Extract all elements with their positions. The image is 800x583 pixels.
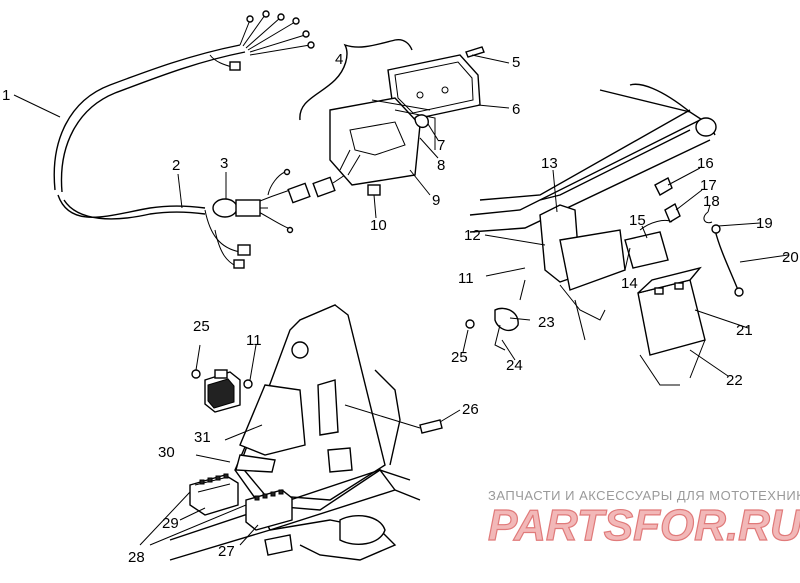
frame-rear-right — [465, 83, 744, 386]
callout-6: 6 — [512, 101, 520, 118]
wiring-harness — [53, 10, 353, 269]
mounting-bracket-plate — [169, 304, 421, 561]
callout-25: 25 — [451, 349, 468, 366]
callout-16: 16 — [697, 155, 714, 172]
callout-1: 1 — [2, 87, 10, 104]
watermark-caption: ЗАПЧАСТИ И АКСЕССУАРЫ ДЛЯ МОТОТЕХНИКИ — [488, 488, 800, 503]
tail-light-assembly — [299, 38, 485, 196]
callout-11-lower: 11 — [246, 332, 262, 349]
callout-21: 21 — [736, 322, 753, 339]
callout-12: 12 — [464, 227, 481, 244]
callout-7: 7 — [437, 137, 445, 154]
callout-13: 13 — [541, 155, 558, 172]
callout-3: 3 — [220, 155, 228, 172]
callout-26: 26 — [462, 401, 479, 418]
callout-25-lower: 25 — [193, 318, 210, 335]
callout-10: 10 — [370, 217, 387, 234]
callout-23: 23 — [538, 314, 555, 331]
callout-15: 15 — [629, 212, 646, 229]
callout-28: 28 — [128, 549, 145, 566]
callout-20: 20 — [782, 249, 799, 266]
ignition-coil — [191, 369, 253, 413]
callout-14: 14 — [621, 275, 638, 292]
leader-lines — [13, 54, 789, 546]
callout-labels: 1 2 3 4 5 6 7 8 9 10 11 12 13 14 15 16 1… — [2, 51, 799, 566]
bolt-part-26 — [344, 404, 443, 434]
callout-22: 22 — [726, 372, 743, 389]
relay-part-29 — [189, 473, 239, 516]
connector-part-3 — [212, 198, 268, 218]
callout-5: 5 — [512, 54, 520, 71]
callout-18: 18 — [703, 193, 720, 210]
regulator-part-27 — [245, 489, 293, 531]
callout-31: 31 — [194, 429, 211, 446]
callout-27: 27 — [218, 543, 235, 560]
callout-11: 11 — [458, 270, 474, 287]
callout-30: 30 — [158, 444, 175, 461]
callout-2: 2 — [172, 157, 180, 174]
callout-4: 4 — [335, 51, 343, 68]
callout-8: 8 — [437, 157, 445, 174]
callout-19: 19 — [756, 215, 773, 232]
watermark: ЗАПЧАСТИ И АКСЕССУАРЫ ДЛЯ МОТОТЕХНИКИ PA… — [487, 488, 800, 551]
watermark-brand: PARTSFOR.RU — [488, 501, 800, 550]
callout-9: 9 — [432, 192, 440, 209]
callout-24: 24 — [506, 357, 523, 374]
callout-17: 17 — [700, 177, 717, 194]
callout-29: 29 — [162, 515, 179, 532]
